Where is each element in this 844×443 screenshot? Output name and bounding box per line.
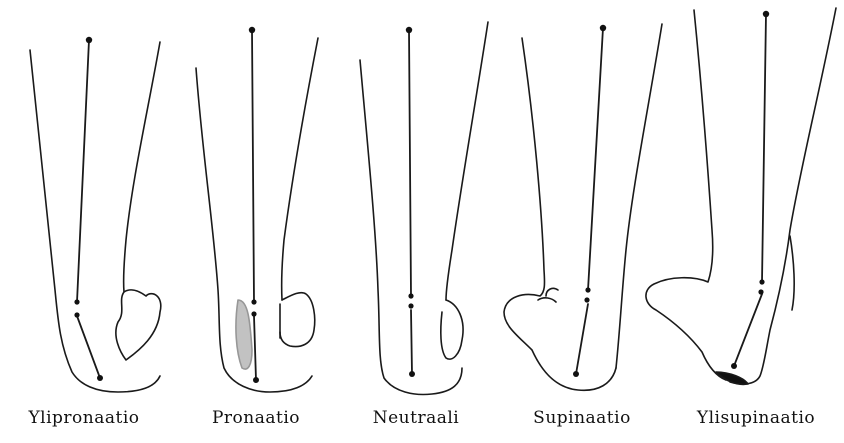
leg-neutraali — [360, 22, 488, 394]
leg-axis-line — [77, 40, 89, 302]
heel-axis-line — [576, 304, 588, 374]
caption-pronaatio: Pronaatio — [172, 408, 340, 428]
leg-outline-right — [616, 24, 662, 368]
heel-axis-line — [254, 316, 256, 380]
leg-axis-line — [409, 30, 411, 296]
heel-dot — [731, 363, 737, 369]
axis-joint-dot-lower — [251, 311, 256, 316]
heel-axis-line — [411, 310, 412, 374]
leg-outline-right — [282, 38, 318, 300]
leg-pronaatio — [196, 27, 318, 392]
arch-shading — [236, 300, 252, 369]
medial-bulge — [441, 300, 463, 359]
leg-outline-right — [730, 8, 836, 384]
axis-joint-dot-lower — [408, 303, 413, 308]
axis-joint-dot-upper — [74, 299, 79, 304]
axis-joint-dot-upper — [585, 287, 590, 292]
axis-joint-dot-upper — [251, 299, 256, 304]
leg-ylisupinaatio — [646, 8, 836, 384]
heel-dot — [573, 371, 579, 377]
axis-top-dot — [763, 11, 769, 17]
leg-outline-right — [446, 22, 488, 300]
caption-supinaatio: Supinaatio — [498, 408, 666, 428]
leg-outline-left — [30, 50, 160, 392]
heel-axis-line — [734, 294, 762, 366]
heel-dot — [97, 375, 103, 381]
axis-top-dot — [249, 27, 255, 33]
heel-dot — [409, 371, 415, 377]
axis-joint-dot-upper — [408, 293, 413, 298]
axis-top-dot — [406, 27, 412, 33]
heel-dot — [253, 377, 259, 383]
leg-ylipronaatio — [30, 37, 161, 392]
medial-bulge — [116, 290, 161, 360]
medial-bulge — [280, 293, 315, 347]
axis-top-dot — [86, 37, 92, 43]
axis-joint-dot-lower — [758, 289, 763, 294]
caption-ylipronaatio: Ylipronaatio — [0, 408, 168, 428]
leg-outline-right — [124, 42, 160, 292]
axis-joint-dot-upper — [759, 279, 764, 284]
heel-axis-line — [77, 316, 100, 378]
axis-joint-dot-lower — [74, 312, 79, 317]
caption-ylisupinaatio: Ylisupinaatio — [672, 408, 840, 428]
leg-axis-line — [762, 14, 766, 282]
axis-top-dot — [600, 25, 606, 31]
leg-axis-line — [588, 28, 603, 290]
leg-outline-left — [646, 10, 726, 380]
leg-supinaatio — [504, 24, 662, 390]
axis-joint-dot-lower — [584, 297, 589, 302]
caption-neutraali: Neutraali — [332, 408, 500, 428]
leg-axis-line — [252, 30, 254, 302]
calf-contour — [790, 236, 794, 310]
